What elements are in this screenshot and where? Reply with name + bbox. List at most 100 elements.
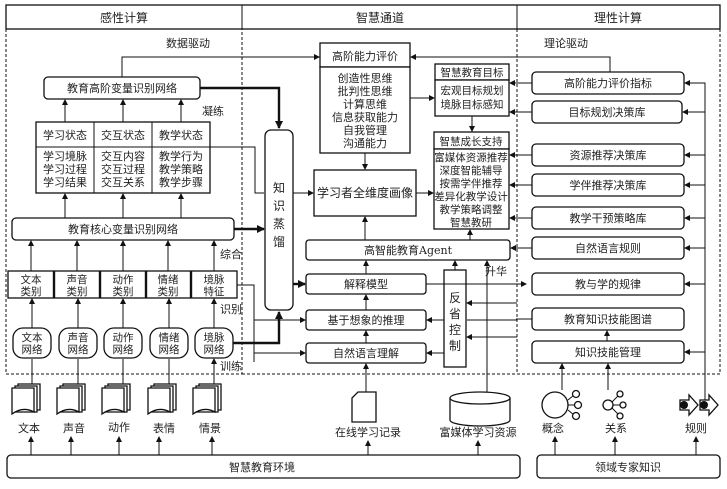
svg-text:智慧教育环境: 智慧教育环境 (229, 460, 295, 474)
svg-text:解释模型: 解释模型 (344, 277, 388, 291)
svg-text:差异化教学设计: 差异化教学设计 (434, 190, 508, 203)
document-stack-icon (192, 383, 222, 416)
category-to-core-arrows (28, 240, 217, 271)
core-to-states-arrows (62, 193, 184, 218)
svg-text:网络: 网络 (159, 343, 180, 356)
high-order-variable-network: 教育高阶变量识别网络 (43, 76, 201, 100)
svg-text:基于想象的推理: 基于想象的推理 (328, 313, 405, 327)
svg-text:制: 制 (449, 339, 461, 353)
core-variable-network: 教育核心变量识别网络 (11, 217, 235, 241)
svg-text:教学策略调整: 教学策略调整 (440, 203, 503, 216)
svg-text:学习结果: 学习结果 (43, 175, 87, 189)
svg-text:教学步骤: 教学步骤 (159, 175, 203, 189)
domain-expert-knowledge: 领域专家知识 (536, 454, 721, 479)
svg-text:文本: 文本 (21, 273, 42, 286)
smart-growth-support: 智慧成长支持 富媒体资源推荐 深度智能辅导 按需学伴推荐 差异化教学设计 教学策… (433, 131, 510, 230)
svg-text:学习状态: 学习状态 (43, 128, 87, 142)
svg-text:声音: 声音 (63, 421, 85, 435)
svg-text:学习过程: 学习过程 (43, 162, 87, 176)
natural-language-understanding: 自然语言理解 (305, 342, 427, 364)
svg-text:动作: 动作 (108, 421, 130, 434)
library-item: 教育知识技能图谱 (564, 312, 652, 326)
state-table (35, 121, 211, 194)
header-rational: 理性计算 (594, 10, 642, 25)
sublimate-label: 升华 (485, 264, 507, 278)
svg-text:类别: 类别 (21, 285, 42, 298)
svg-text:网络: 网络 (204, 343, 225, 356)
synthesize-label: 综合 (220, 247, 242, 261)
source-to-network-lines (31, 358, 217, 384)
svg-text:领域专家知识: 领域专家知识 (595, 460, 661, 474)
source-labels: 文本 声音 动作 表情 情景 (18, 421, 221, 435)
svg-text:情绪: 情绪 (158, 273, 179, 286)
document-stack-icon (56, 383, 86, 416)
svg-text:类别: 类别 (113, 285, 134, 298)
svg-text:类别: 类别 (158, 285, 179, 298)
knowledge-type-label: 概念 (542, 421, 564, 435)
svg-text:境脉: 境脉 (204, 331, 225, 344)
state-teaching: 教学状态 教学行为 教学策略 教学步骤 (159, 128, 203, 189)
source-doc-icons (11, 383, 222, 416)
svg-text:教学策略: 教学策略 (159, 162, 203, 176)
higher-ability-evaluation: 高阶能力评价 创造性思维 批判性思维 计算思维 信息获取能力 自我管理 沟通能力 (319, 42, 411, 154)
env-to-source-arrows (28, 436, 215, 455)
middle-connectors (293, 95, 527, 392)
knowledge-type-label: 规则 (685, 421, 707, 435)
svg-text:智慧教研: 智慧教研 (450, 216, 492, 229)
reflective-control: 反 省 控 制 (443, 269, 467, 368)
svg-text:高智能教育Agent: 高智能教育Agent (364, 243, 453, 257)
explanation-model: 解释模型 (305, 273, 427, 295)
svg-text:计算思维: 计算思维 (343, 97, 387, 111)
left-middle-connectors (121, 54, 320, 362)
svg-text:交互内容: 交互内容 (101, 149, 145, 163)
smart-education-environment: 智慧教育环境 (6, 454, 521, 479)
svg-text:控: 控 (449, 323, 461, 337)
library-item: 自然语言规则 (575, 241, 641, 255)
train-label: 训练 (220, 359, 242, 373)
network-to-category-arrows (29, 298, 217, 328)
svg-text:境脉: 境脉 (204, 273, 225, 286)
database-icon (449, 391, 511, 427)
svg-text:智慧教育目标: 智慧教育目标 (441, 66, 504, 79)
library-item: 高阶能力评价指标 (564, 76, 652, 90)
svg-text:表情: 表情 (153, 421, 175, 435)
online-record-label: 在线学习记录 (335, 425, 401, 439)
svg-text:类别: 类别 (67, 285, 88, 298)
rational-libraries: 高阶能力评价指标 目标规划决策库 资源推荐决策库 学伴推荐决策库 教学干预策略库… (531, 71, 685, 364)
svg-text:教育核心变量识别网络: 教育核心变量识别网络 (68, 222, 178, 236)
svg-text:创造性思维: 创造性思维 (338, 71, 393, 85)
region-boundaries (5, 29, 721, 375)
identify-label: 识别 (220, 303, 242, 316)
svg-text:文本: 文本 (22, 331, 43, 344)
library-item: 教学干预策略库 (570, 211, 647, 225)
svg-text:宏观目标规划: 宏观目标规划 (441, 84, 504, 97)
svg-text:文本: 文本 (18, 421, 40, 435)
library-item: 目标规划决策库 (569, 105, 646, 119)
svg-text:声音: 声音 (68, 331, 89, 344)
svg-text:按需学伴推荐: 按需学伴推荐 (440, 177, 503, 190)
svg-text:教学状态: 教学状态 (159, 128, 203, 142)
svg-text:动作: 动作 (113, 274, 134, 286)
svg-text:深度智能辅导: 深度智能辅导 (440, 164, 503, 177)
column-headers: 感性计算 智慧通道 理性计算 (5, 4, 721, 30)
refine-arrows (62, 99, 184, 122)
concept-icon (541, 389, 583, 421)
svg-text:情绪: 情绪 (159, 331, 180, 344)
imagination-reasoning: 基于想象的推理 (305, 309, 427, 331)
header-wisdom-channel: 智慧通道 (356, 10, 404, 25)
media-resource-label: 富媒体学习资源 (440, 425, 517, 439)
document-stack-icon (11, 383, 41, 416)
refine-label: 凝练 (202, 104, 224, 118)
category-row (7, 270, 238, 299)
svg-text:省: 省 (449, 307, 461, 321)
svg-text:网络: 网络 (113, 343, 134, 356)
library-item: 学伴推荐决策库 (570, 178, 647, 192)
svg-text:反: 反 (449, 291, 461, 305)
svg-text:信息获取能力: 信息获取能力 (332, 110, 398, 124)
svg-text:交互关系: 交互关系 (101, 175, 145, 189)
svg-text:沟通能力: 沟通能力 (343, 136, 387, 150)
library-item: 教与学的规律 (575, 277, 641, 291)
document-stack-icon (147, 383, 177, 416)
svg-text:情景: 情景 (199, 422, 221, 435)
